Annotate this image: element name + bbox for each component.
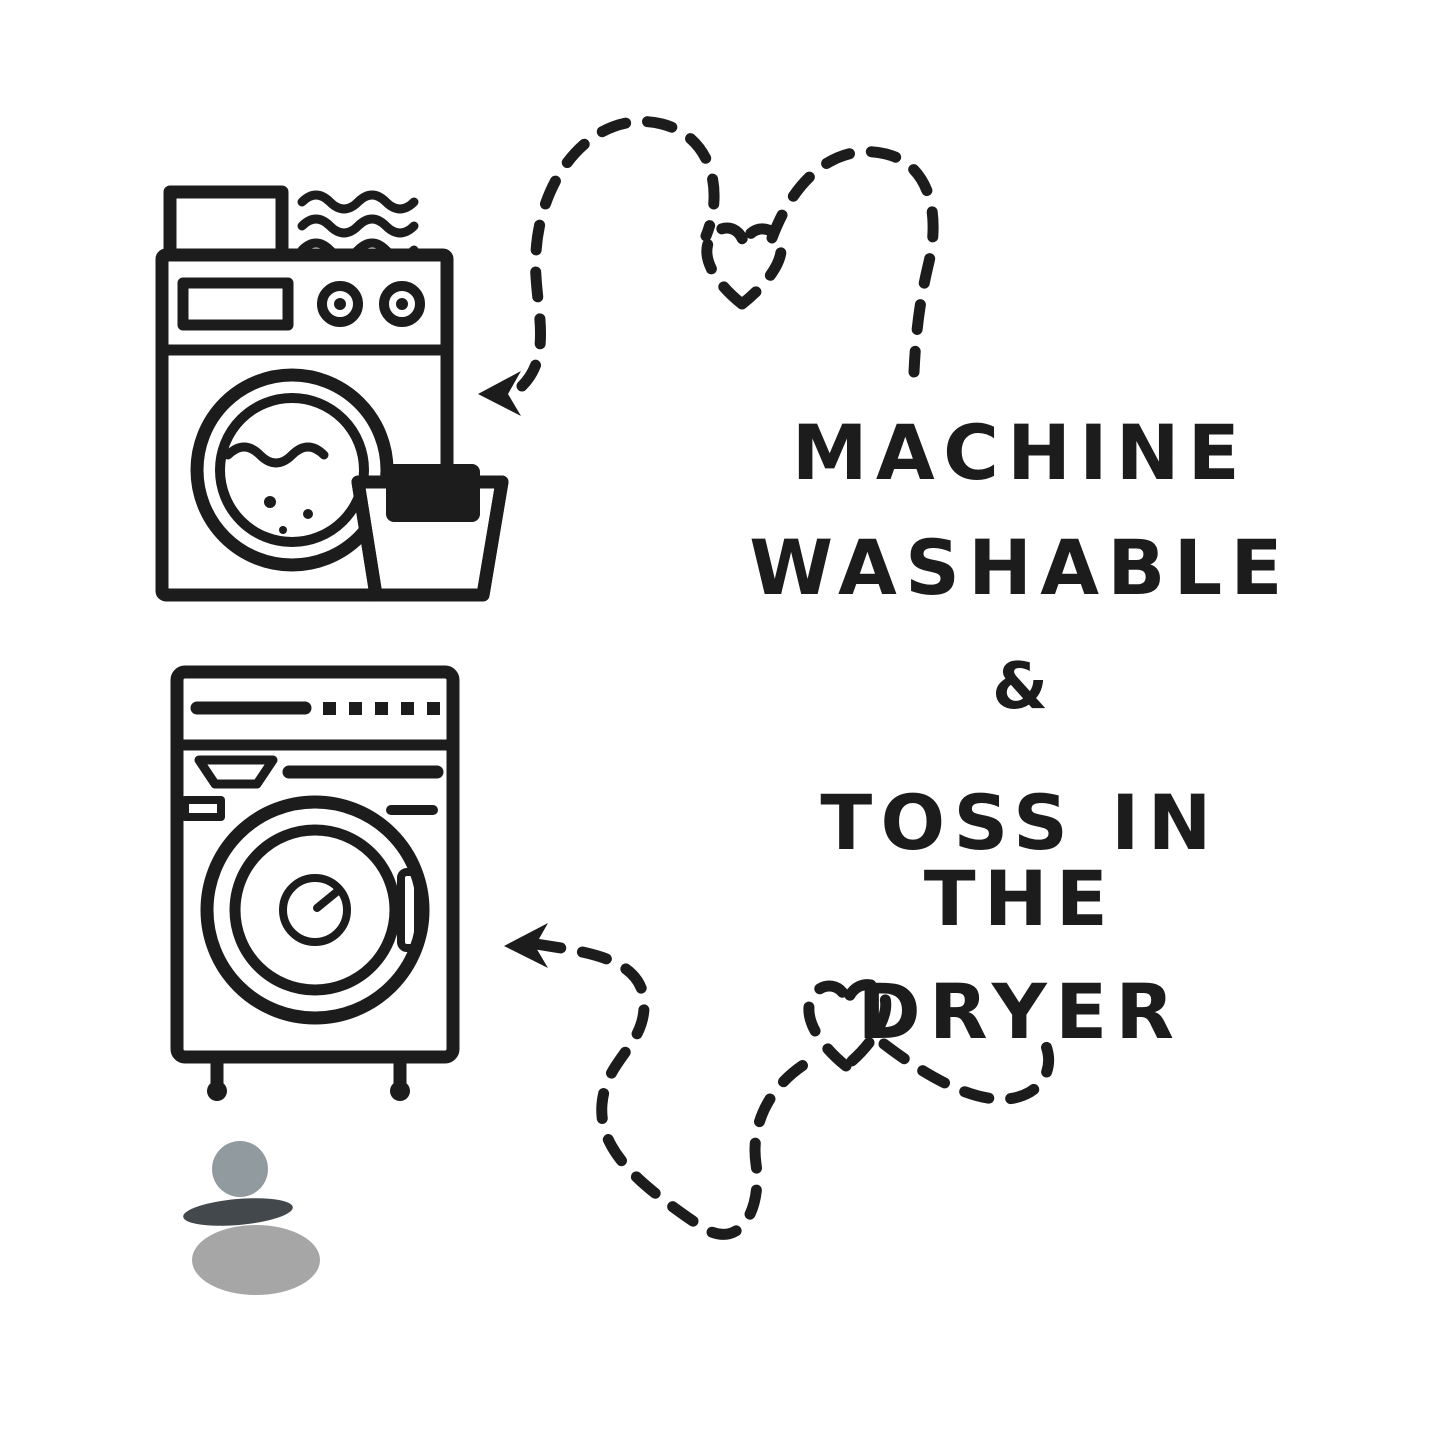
dryer-door-handle xyxy=(397,868,422,952)
dashed-path-top-cont xyxy=(766,146,939,378)
dryer-hub-hand xyxy=(313,886,343,912)
caption-line-dryer: DRYER xyxy=(857,967,1183,1056)
zen-stones-icon xyxy=(183,1141,320,1295)
caption-line-machine: MACHINE xyxy=(791,408,1249,497)
dryer-small-rect xyxy=(181,796,225,821)
washer-knob xyxy=(317,281,363,327)
dashed-path-top xyxy=(516,116,720,392)
washer-display xyxy=(177,277,294,331)
dryer-door-outer xyxy=(200,795,430,1025)
detergent-box-icon xyxy=(163,185,289,262)
stone-top xyxy=(212,1141,268,1197)
arrow-head-bottom-icon xyxy=(504,923,548,968)
towel-icon xyxy=(386,464,480,522)
dryer-foot xyxy=(207,1081,227,1101)
lint-filter-icon xyxy=(194,755,278,789)
dryer-machine-icon xyxy=(170,665,460,1101)
caption-line-washable: WASHABLE xyxy=(749,523,1291,612)
laundry-basket-outline xyxy=(351,475,509,602)
dryer-door-hub xyxy=(279,874,351,946)
dryer-foot xyxy=(390,1081,410,1101)
caption-block: MACHINE WASHABLE & TOSS IN THE DRYER xyxy=(730,415,1310,1050)
dryer-buttons xyxy=(323,702,440,715)
dryer-door-inner xyxy=(229,824,401,996)
knob-dot xyxy=(396,298,408,310)
stone-middle xyxy=(183,1198,293,1226)
stone-bottom xyxy=(192,1225,320,1295)
caption-line-toss: TOSS IN THE xyxy=(820,778,1220,943)
washing-machine-icon xyxy=(155,185,509,602)
water-wave xyxy=(223,442,329,468)
bubble xyxy=(279,526,287,534)
washer-body xyxy=(155,248,454,602)
bubble xyxy=(303,509,313,519)
dryer-body xyxy=(170,665,460,1064)
washer-knob xyxy=(379,281,425,327)
caption-ampersand: & xyxy=(992,650,1048,724)
bubble xyxy=(264,496,276,508)
steam-waves-icon xyxy=(297,190,419,262)
washer-drum-inner xyxy=(215,393,369,547)
washer-drum-outer xyxy=(190,368,394,572)
knob-dot xyxy=(334,298,346,310)
heart-doodle-top-icon xyxy=(701,222,787,310)
